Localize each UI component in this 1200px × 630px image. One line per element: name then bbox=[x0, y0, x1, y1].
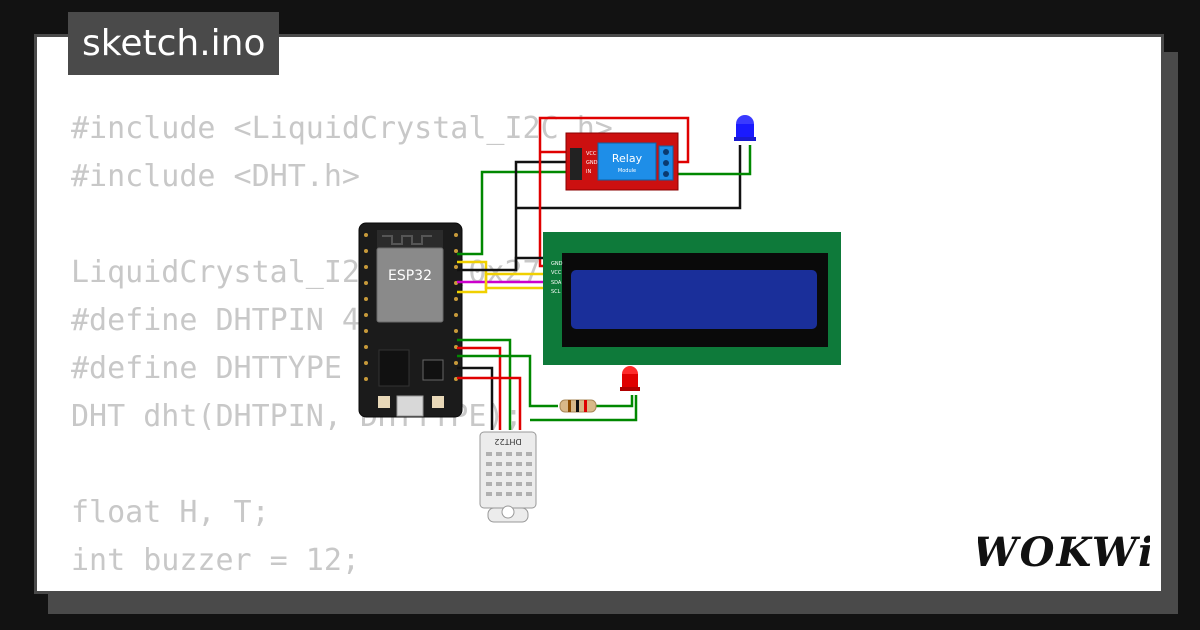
relay-label: Relay bbox=[612, 152, 643, 165]
lcd-display[interactable]: GND VCC SDA SCL bbox=[543, 232, 841, 365]
esp32-board[interactable]: ESP32 bbox=[358, 222, 463, 418]
wires bbox=[457, 116, 752, 430]
relay-pin-gnd: GND bbox=[586, 160, 598, 166]
code-line-5: #define DHTPIN 4 bbox=[71, 303, 360, 338]
lcd-pin-scl: SCL bbox=[551, 289, 561, 295]
code-line-9: float H, T; bbox=[71, 495, 270, 530]
dht22-sensor[interactable]: DHT22 bbox=[479, 431, 537, 523]
blue-led[interactable] bbox=[734, 115, 756, 141]
relay-module[interactable]: Relay Module VCC GND IN bbox=[565, 132, 679, 191]
red-led[interactable] bbox=[620, 366, 640, 391]
dht-label: DHT22 bbox=[494, 437, 521, 446]
wokwi-logo-text: WOKWi bbox=[978, 529, 1150, 574]
code-line-2: #include <DHT.h> bbox=[71, 159, 360, 194]
resistor[interactable] bbox=[559, 399, 597, 413]
relay-pin-vcc: VCC bbox=[586, 151, 597, 157]
code-line-10: int buzzer = 12; bbox=[71, 543, 360, 578]
relay-pin-in: IN bbox=[586, 169, 591, 175]
esp32-label: ESP32 bbox=[388, 268, 432, 284]
relay-sublabel: Module bbox=[618, 168, 636, 174]
lcd-pin-vcc: VCC bbox=[551, 270, 562, 276]
lcd-pin-sda: SDA bbox=[551, 280, 562, 286]
lcd-pin-gnd: GND bbox=[551, 261, 563, 267]
file-tab[interactable]: sketch.ino bbox=[68, 12, 280, 75]
wokwi-logo[interactable]: WOKWi bbox=[978, 526, 1150, 574]
